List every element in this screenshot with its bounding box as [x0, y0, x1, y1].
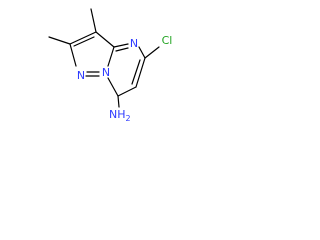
bond-c2-methyl [48, 36, 71, 45]
bond-n4-c5 [138, 46, 146, 59]
amino-nh-text: NH [109, 108, 126, 121]
atom-chlorine: Cl [162, 34, 173, 47]
bond-c3-c2 [69, 31, 97, 45]
bond-n7a-c3a [107, 46, 115, 67]
bond-c5-c6-double [131, 59, 141, 85]
bond-c5-cl [144, 46, 160, 59]
atom-labels: N N N Cl NH2 [77, 34, 172, 123]
atom-n-pyrimidine: N [130, 37, 138, 50]
bond-c3-c2-double [73, 36, 95, 47]
amino-subscript: 2 [126, 114, 131, 123]
bond-c3-c3a [95, 31, 115, 48]
bond-c3a-n4-double [115, 47, 129, 52]
atom-n-pyrazole: N [77, 69, 85, 82]
bond-c5-c6 [135, 57, 146, 88]
molecule-structure: N N N Cl NH2 [48, 8, 172, 123]
bond-c2-n1 [69, 43, 77, 67]
atom-amino: NH2 [109, 108, 131, 123]
bond-c7-n7a [107, 77, 119, 97]
atom-n-bridge: N [102, 66, 110, 79]
bond-lines [48, 8, 160, 108]
bond-c3a-n4 [113, 43, 129, 48]
bond-c7-nh2 [117, 95, 120, 108]
bond-c6-c7 [117, 86, 137, 97]
bond-c3-methyl [90, 8, 97, 33]
